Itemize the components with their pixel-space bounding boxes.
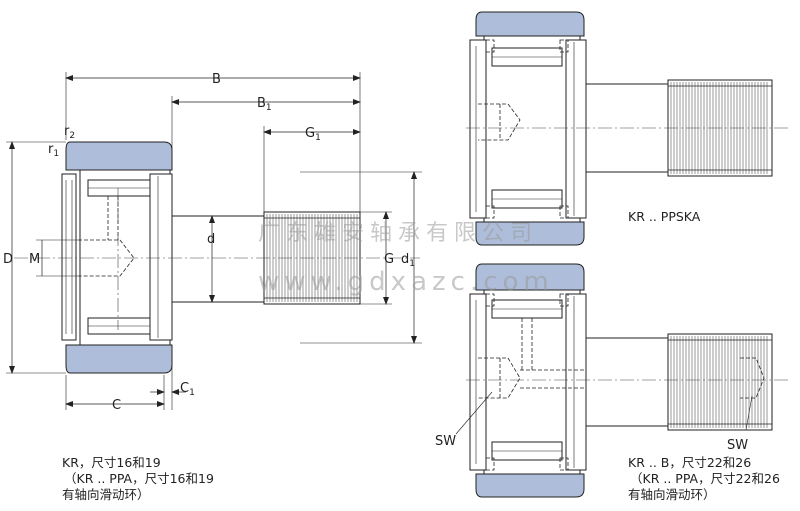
br-caption-line2: （KR .. PPA，尺寸22和26 xyxy=(630,471,780,486)
dim-label-r2: r2 xyxy=(64,124,75,141)
dim-label-G: G xyxy=(384,252,394,267)
tr-right-flange xyxy=(565,39,587,219)
top-right-cam-follower: KR .. PPSKA xyxy=(466,11,790,246)
dim-label-C: C xyxy=(112,398,121,413)
dim-label-G1: G1 xyxy=(305,126,321,143)
left-right-flange xyxy=(149,173,173,341)
tr-caption: KR .. PPSKA xyxy=(628,209,701,224)
left-cam-follower-section: B B1 G1 r2 r1 D M d G d1 xyxy=(3,72,422,502)
br-stud-shaft xyxy=(585,337,669,427)
left-caption-line1: KR，尺寸16和19 xyxy=(62,455,161,470)
dim-label-M: M xyxy=(29,252,40,267)
dim-label-r1: r1 xyxy=(48,142,59,159)
sw-left-label: SW xyxy=(435,434,456,449)
tr-left-flange xyxy=(469,39,487,219)
tr-outer-ring-top xyxy=(475,11,585,37)
left-outer-ring-bottom xyxy=(65,344,173,374)
br-left-flange xyxy=(469,293,487,471)
left-outer-ring xyxy=(65,141,173,171)
br-thread-pattern xyxy=(668,336,772,428)
left-stud-shaft xyxy=(171,215,265,303)
dim-label-C1: C1 xyxy=(180,381,195,398)
dim-label-B1: B1 xyxy=(257,96,272,113)
br-caption-line3: 有轴向滑动环） xyxy=(628,487,716,502)
br-right-flange xyxy=(565,293,587,471)
dim-label-B: B xyxy=(212,72,221,87)
watermark-company: 广东雄安轴承有限公司 xyxy=(258,221,538,246)
watermark-url: www.gdxazc.com xyxy=(258,267,554,297)
sw-right-leader xyxy=(745,395,753,431)
sw-right-label: SW xyxy=(727,438,748,453)
left-caption-line3: 有轴向滑动环） xyxy=(62,487,150,502)
br-caption-line1: KR .. B，尺寸22和26 xyxy=(628,455,751,470)
br-outer-ring-top xyxy=(475,263,585,291)
dim-label-d1: d1 xyxy=(401,252,415,269)
left-caption-line2: （KR .. PPA，尺寸16和19 xyxy=(64,471,214,486)
dim-label-D: D xyxy=(3,252,13,267)
dim-label-d: d xyxy=(207,232,215,247)
br-thread xyxy=(667,333,773,431)
bottom-right-cam-follower: SW SW KR .. B，尺寸22和26 （KR .. PPA，尺寸22和26… xyxy=(435,263,790,502)
br-outer-ring-bottom xyxy=(475,473,585,498)
tr-outer-ring-bottom xyxy=(475,221,585,246)
sw-left-leader xyxy=(455,391,493,435)
left-flange xyxy=(61,173,77,341)
